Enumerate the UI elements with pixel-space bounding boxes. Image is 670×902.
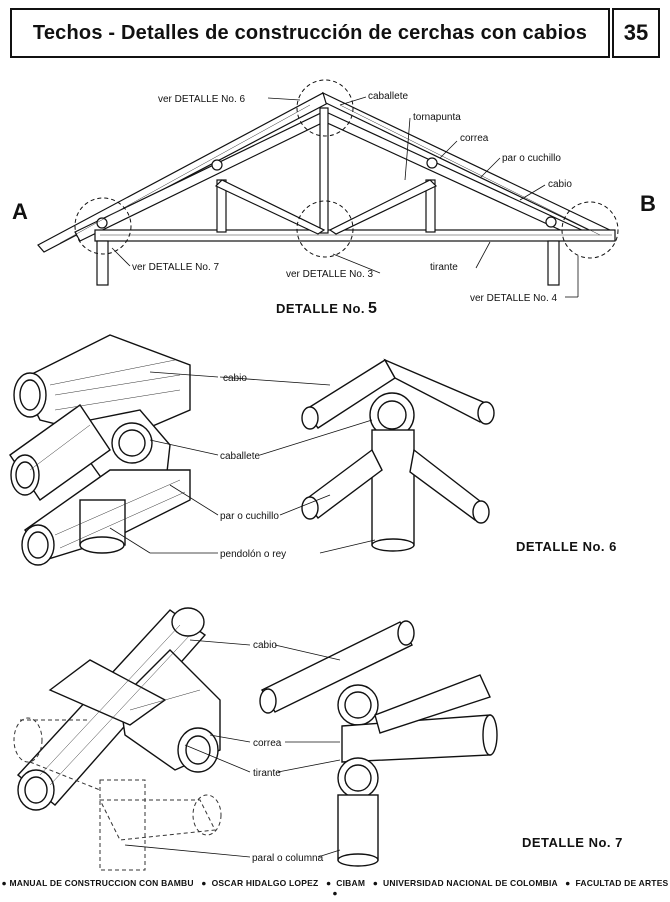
truss-grain: [59, 104, 612, 244]
page-title: Techos - Detalles de construcción de cer…: [32, 21, 588, 44]
ver-detalle-7-label: ver DETALLE No. 7: [132, 262, 220, 273]
right-column: [547, 240, 560, 286]
detalle-5-prefix: DETALLE No.: [276, 301, 365, 316]
footer-item: OSCAR HIDALGO LOPEZ: [211, 878, 319, 888]
correa-circle: [426, 157, 438, 169]
left-par: [74, 111, 327, 242]
left-column: [96, 240, 109, 286]
d7-grain: [39, 624, 201, 786]
d7-tirante-label: tirante: [253, 768, 281, 779]
cabio-label: cabio: [548, 179, 572, 190]
d5-leaders: [111, 96, 579, 298]
footer-bullet: ●: [332, 888, 338, 898]
caballete-label: caballete: [368, 91, 408, 102]
d7-front-cabio: [261, 621, 413, 713]
ver-detalle-4-label: ver DETALLE No. 4: [470, 293, 558, 304]
right-tornapunta: [328, 179, 438, 235]
detail6-front: [301, 358, 495, 552]
tirante-label: tirante: [430, 262, 458, 273]
detalle-6-title: DETALLE No. 6: [516, 539, 617, 554]
d6-pendolon-label: pendolón o rey: [220, 549, 286, 560]
detail-callouts: [74, 79, 619, 259]
page-header: Techos - Detalles de construcción de cer…: [10, 8, 610, 58]
d7-paral-label: paral o columna: [252, 853, 324, 864]
footer-bullet: ●: [565, 878, 571, 888]
truss-elevation: [37, 91, 616, 286]
d6-left-cabio: [13, 334, 191, 441]
footer-item: CIBAM: [336, 878, 366, 888]
d6-leaders: [109, 371, 376, 554]
d7-correa-label: correa: [253, 738, 282, 749]
footer-bullet: ●: [1, 878, 10, 888]
correa-label: correa: [460, 133, 489, 144]
correa-circle: [211, 159, 223, 171]
label-a: A: [12, 199, 28, 224]
d6-cabio-label: cabio: [223, 373, 247, 384]
d7-paral-dashed: [13, 717, 222, 871]
ver-detalle-6-label: ver DETALLE No. 6: [158, 94, 246, 105]
footer-item: UNIVERSIDAD NACIONAL DE COLOMBIA: [383, 878, 558, 888]
d6-front-pendolon: [371, 429, 415, 546]
left-cabio: [37, 92, 329, 253]
d7-front-paral: [337, 794, 379, 861]
detalle-7-title: DETALLE No. 7: [522, 835, 623, 850]
footer-item: FACULTAD DE ARTES: [575, 878, 669, 888]
footer-bullet: ●: [372, 878, 379, 888]
d6-front-right-cabio: [383, 358, 492, 423]
page-number: 35: [612, 8, 660, 58]
tornapunta-label: tornapunta: [413, 112, 461, 123]
d6-caballete-label: caballete: [220, 451, 260, 462]
detalle-5-number: 5: [368, 300, 377, 317]
label-b: B: [640, 191, 656, 216]
detail7-perspective: [16, 607, 221, 811]
detail7-front: [259, 620, 498, 867]
tirante-beam: [94, 229, 616, 242]
d6-pendolon: [79, 499, 126, 554]
d7-front-brace: [374, 674, 491, 734]
correa-circle: [96, 217, 108, 229]
par-label: par o cuchillo: [502, 153, 561, 164]
footer-bullet: ●: [325, 878, 332, 888]
detail6-perspective: [9, 334, 191, 566]
detalle-5-title: DETALLE No.5: [276, 300, 377, 317]
d6-left-grain: [29, 359, 186, 549]
footer-bullet: ●: [201, 878, 207, 888]
left-tornapunta: [214, 179, 326, 235]
correa-circle: [545, 216, 557, 228]
ver-detalle-3-label: ver DETALLE No. 3: [286, 269, 374, 280]
d6-par-label: par o cuchillo: [220, 511, 279, 522]
king-post: [319, 107, 329, 234]
page-footer: ● MANUAL DE CONSTRUCCION CON BAMBU ● OSCA…: [0, 878, 670, 898]
d7-leaders: [124, 639, 341, 858]
footer-item: MANUAL DE CONSTRUCCION CON BAMBU: [9, 878, 194, 888]
d7-cabio-label: cabio: [253, 640, 277, 651]
